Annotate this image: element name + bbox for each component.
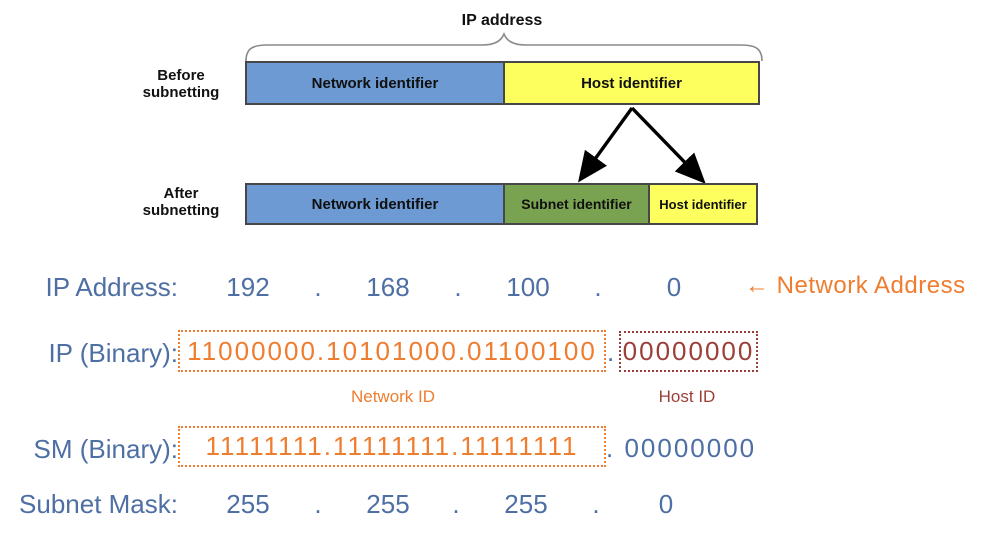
before-subnetting-label: Before subnetting	[142, 67, 220, 101]
ip-octet-2: 168	[366, 272, 410, 302]
sm-binary-host-bits: . 00000000	[606, 433, 757, 463]
mask-octet-2: 255	[366, 489, 410, 519]
ip-binary-row-label: IP (Binary):	[48, 338, 178, 368]
mask-octet-3: 255	[504, 489, 548, 519]
network-identifier-segment: Network identifier	[247, 185, 503, 223]
octet-separator: .	[314, 489, 322, 519]
host-id-label: Host ID	[658, 387, 716, 406]
sm-binary-network-bits-box: 11111111.11111111.11111111	[178, 426, 606, 467]
mask-octet-4: 0	[658, 489, 674, 519]
network-id-label: Network ID	[350, 387, 436, 406]
ip-address-row-label: IP Address:	[45, 272, 179, 302]
subnet-mask-row-label: Subnet Mask:	[19, 489, 178, 519]
ip-address-title: IP address	[461, 12, 543, 29]
ip-octet-4: 0	[666, 272, 682, 302]
after-subnetting-bar: Network identifier Subnet identifier Hos…	[245, 183, 758, 225]
octet-separator: .	[314, 272, 322, 302]
ip-octet-1: 192	[226, 272, 270, 302]
octet-separator: .	[594, 272, 602, 302]
ip-octet-3: 100	[506, 272, 550, 302]
left-arrow-icon: ←	[745, 272, 770, 299]
after-subnetting-label: After subnetting	[142, 185, 220, 219]
binary-octet-separator: .	[607, 337, 615, 367]
before-subnetting-bar: Network identifier Host identifier	[245, 61, 760, 105]
network-address-note: ← Network Address	[745, 272, 966, 300]
curly-brace	[245, 32, 763, 62]
octet-separator: .	[454, 272, 462, 302]
sm-binary-row-label: SM (Binary):	[33, 434, 178, 464]
host-identifier-segment: Host identifier	[503, 63, 758, 103]
network-identifier-segment: Network identifier	[247, 63, 503, 103]
host-identifier-segment: Host identifier	[648, 185, 756, 223]
subnet-identifier-segment: Subnet identifier	[503, 185, 648, 223]
octet-separator: .	[452, 489, 460, 519]
network-address-note-text: Network Address	[776, 272, 966, 299]
ip-binary-network-bits-box: 11000000.10101000.01100100	[178, 330, 606, 372]
octet-separator: .	[592, 489, 600, 519]
mask-octet-1: 255	[226, 489, 270, 519]
ip-binary-host-bits-box: 00000000	[619, 331, 758, 372]
split-arrows-icon	[578, 106, 706, 184]
